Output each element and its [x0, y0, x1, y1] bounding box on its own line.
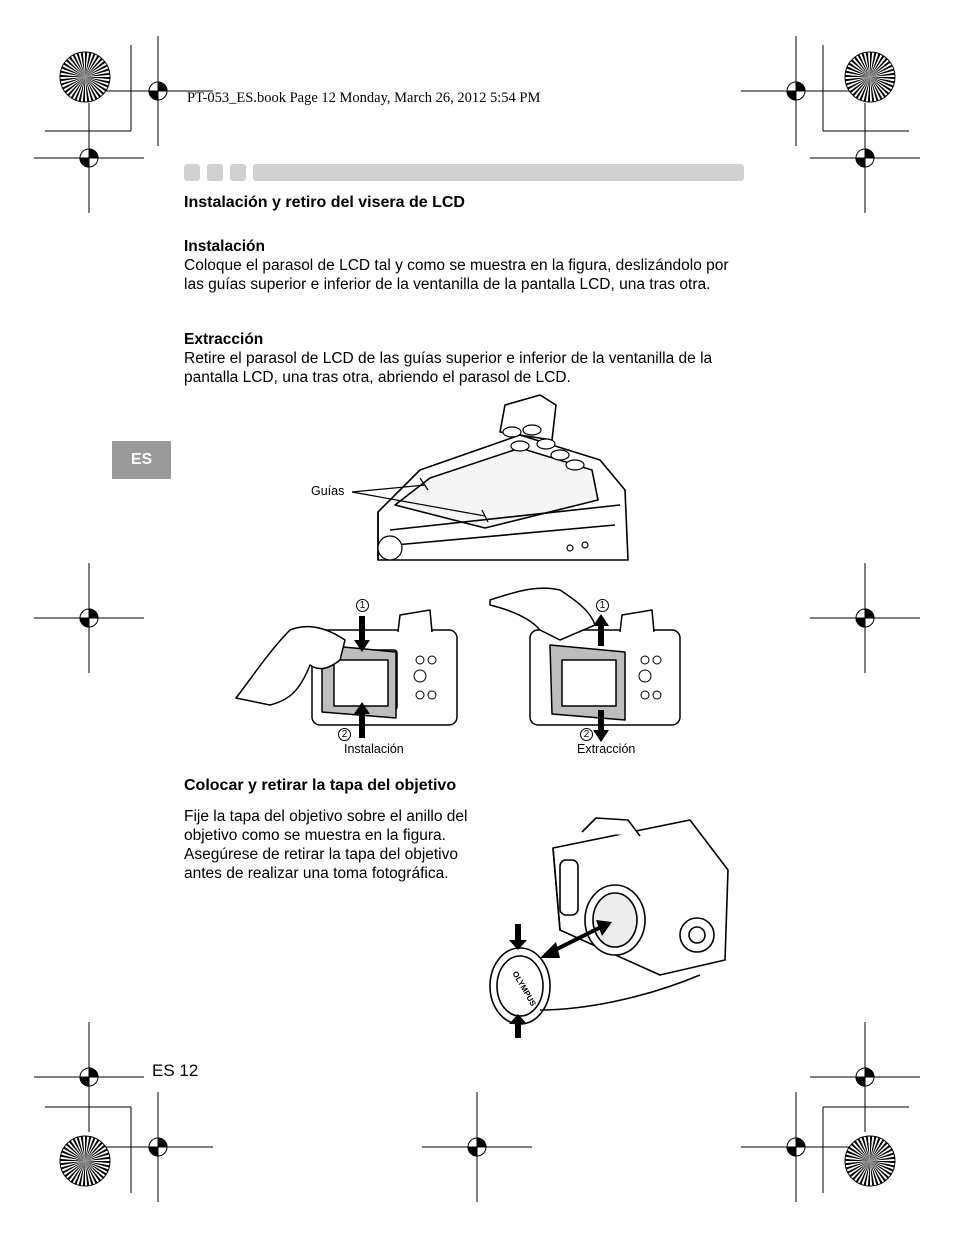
- crosshair-mark: [88, 148, 99, 159]
- remove-text: Retire el parasol de LCD de las guías su…: [184, 350, 713, 386]
- section-bar-square-1: [184, 164, 200, 181]
- step-2-marker-remove: 2: [580, 728, 593, 741]
- step-1-marker-install: 1: [356, 599, 369, 612]
- crosshair-mark: [786, 1146, 797, 1157]
- crosshair-mark: [795, 1137, 806, 1148]
- crosshair-mark: [148, 90, 159, 101]
- crosshair-mark: [88, 608, 99, 619]
- section2-title: Colocar y retirar la tapa del objetivo: [184, 777, 457, 794]
- section1-title: Instalación y retiro del visera de LCD: [184, 194, 465, 211]
- crosshair-mark: [795, 81, 806, 92]
- crosshair-mark: [79, 617, 90, 628]
- section2-text: Fije la tapa del objetivo sobre el anill…: [184, 808, 468, 882]
- crosshair-mark: [855, 157, 866, 168]
- section-bar-square-3: [230, 164, 246, 181]
- step-2-marker-install: 2: [338, 728, 351, 741]
- crosshair-mark: [467, 1146, 478, 1157]
- guides-label: Guías: [311, 484, 345, 498]
- crosshair-mark: [864, 608, 875, 619]
- sunburst-mark: [59, 51, 111, 103]
- crosshair-mark: [864, 1067, 875, 1078]
- language-tab: ES: [112, 441, 171, 479]
- print-header: PT-053_ES.book Page 12 Monday, March 26,…: [187, 90, 541, 106]
- sunburst-mark: [844, 51, 896, 103]
- caption-remove: Extracción: [577, 742, 636, 756]
- crosshair-mark: [88, 1067, 99, 1078]
- section-bar-square-2: [207, 164, 223, 181]
- crosshair-mark: [157, 81, 168, 92]
- sunburst-mark: [844, 1135, 896, 1187]
- crosshair-mark: [79, 1076, 90, 1087]
- sunburst-mark: [59, 1135, 111, 1187]
- crosshair-mark: [786, 90, 797, 101]
- install-text: Coloque el parasol de LCD tal y como se …: [184, 257, 729, 293]
- crosshair-mark: [79, 157, 90, 168]
- crosshair-mark: [855, 617, 866, 628]
- crosshair-mark: [148, 1146, 159, 1157]
- install-title: Instalación: [184, 238, 265, 255]
- remove-title: Extracción: [184, 331, 264, 348]
- crosshair-mark: [157, 1137, 168, 1148]
- step-1-marker-remove: 1: [596, 599, 609, 612]
- page-number: ES 12: [152, 1061, 199, 1080]
- caption-install: Instalación: [344, 742, 404, 756]
- section-bar: [253, 164, 744, 181]
- crosshair-mark: [864, 148, 875, 159]
- crosshair-mark: [476, 1137, 487, 1148]
- crosshair-mark: [855, 1076, 866, 1087]
